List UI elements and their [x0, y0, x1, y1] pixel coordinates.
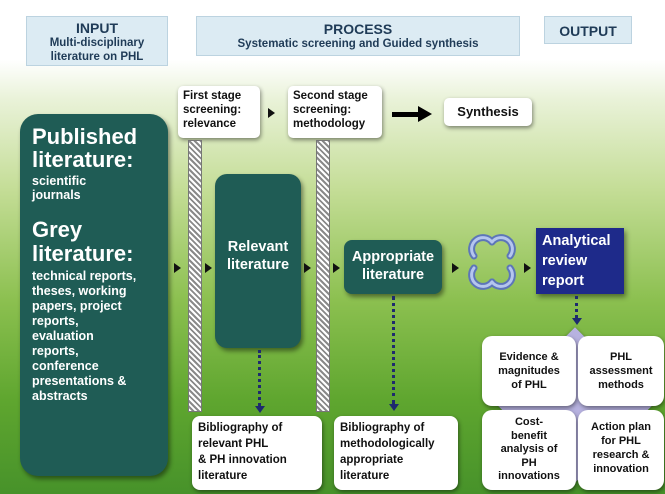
- second-stage-line-3: methodology: [293, 118, 366, 130]
- first-stage-line-2: screening:: [183, 104, 242, 116]
- input-header-sub-1: Multi-disciplinary: [49, 37, 145, 49]
- bib-relevant-line: literature: [198, 470, 248, 482]
- second-screening-column: [316, 140, 330, 412]
- evidence-line: of PHL: [511, 379, 547, 391]
- assessment-line: PHL: [610, 351, 632, 363]
- input-header-sub-2: literature on PHL: [50, 51, 144, 63]
- bibliography-appropriate-box: Bibliography of methodologically appropr…: [334, 416, 458, 490]
- grey-item: abstracts: [32, 389, 88, 403]
- grey-item: conference: [32, 359, 99, 373]
- grey-title-2: literature:: [32, 241, 134, 266]
- action-plan-line: for PHL: [601, 435, 641, 447]
- synthesis-label: Synthesis: [457, 104, 519, 119]
- grey-item: theses, working: [32, 284, 127, 298]
- bib-appropriate-line: appropriate: [340, 454, 404, 466]
- first-stage-screening-box: First stage screening: relevance: [178, 86, 260, 138]
- cost-benefit-line: innovations: [498, 470, 560, 482]
- arrow-right-icon: [333, 263, 340, 273]
- action-plan-line: innovation: [593, 463, 649, 475]
- bibliography-relevant-box: Bibliography of relevant PHL & PH innova…: [192, 416, 322, 490]
- grey-item: reports,: [32, 344, 79, 358]
- bib-relevant-line: & PH innovation: [198, 454, 287, 466]
- action-plan-line: Action plan: [591, 421, 651, 433]
- cost-benefit-line: benefit: [510, 429, 548, 442]
- synthesis-arrow-shaft: [392, 112, 420, 117]
- second-stage-screening-box: Second stage screening: methodology: [288, 86, 382, 138]
- second-stage-line-1: Second stage: [293, 90, 368, 102]
- published-items: scientific journals: [32, 174, 168, 202]
- output-header: OUTPUT: [544, 16, 632, 44]
- bib-appropriate-line: methodologically: [340, 438, 435, 450]
- evidence-line: Evidence &: [499, 351, 559, 363]
- arrow-right-icon: [524, 263, 531, 273]
- arrow-right-icon: [205, 263, 212, 273]
- cost-benefit-line: PH: [521, 456, 537, 469]
- report-to-outputs-connector: [575, 296, 578, 318]
- phl-assessment-methods-box: PHL assessment methods: [578, 336, 664, 406]
- process-header-sub: Systematic screening and Guided synthesi…: [237, 38, 479, 50]
- appropriate-line-1: Appropriate: [351, 249, 435, 265]
- published-item: scientific: [32, 174, 87, 188]
- evidence-magnitudes-box: Evidence & magnitudes of PHL: [482, 336, 576, 406]
- second-stage-line-2: screening:: [293, 104, 352, 116]
- bib-relevant-line: Bibliography of: [198, 422, 283, 434]
- input-literature-block: Published literature: scientific journal…: [20, 114, 168, 476]
- arrow-down-icon: [389, 404, 399, 411]
- cost-benefit-analysis-box: Cost- benefit analysis of PH innovations: [482, 410, 576, 490]
- first-stage-line-1: First stage: [183, 90, 242, 102]
- relevant-line-2: literature: [226, 257, 290, 273]
- bib-appropriate-line: literature: [340, 470, 390, 482]
- action-plan-line: research &: [592, 449, 650, 461]
- arrow-down-icon: [255, 406, 265, 413]
- process-header-title: PROCESS: [323, 21, 393, 37]
- grey-item: evaluation: [32, 329, 94, 343]
- grey-item: papers, project: [32, 299, 122, 313]
- cost-benefit-line: analysis of: [500, 443, 558, 455]
- big-arrow-right-icon: [418, 106, 432, 122]
- analytical-review-report-box: Analytical review report: [536, 228, 624, 294]
- action-plan-box: Action plan for PHL research & innovatio…: [578, 410, 664, 490]
- assessment-line: assessment: [589, 365, 653, 377]
- evidence-line: magnitudes: [498, 365, 560, 377]
- synthesis-box: Synthesis: [444, 98, 532, 126]
- report-line-2: review: [542, 253, 588, 269]
- input-header-title: INPUT: [76, 20, 118, 36]
- output-header-title: OUTPUT: [559, 23, 617, 39]
- published-title-1: Published: [32, 124, 138, 149]
- first-screening-column: [188, 140, 202, 412]
- appropriate-literature-box: Appropriate literature: [344, 240, 442, 294]
- arrow-right-icon: [268, 108, 275, 118]
- appropriate-line-2: literature: [361, 267, 425, 283]
- process-header: PROCESS Systematic screening and Guided …: [196, 16, 520, 56]
- bib-appropriate-line: Bibliography of: [340, 422, 425, 434]
- assessment-line: methods: [598, 379, 644, 391]
- arrow-right-icon: [452, 263, 459, 273]
- report-line-3: report: [542, 273, 584, 289]
- arrow-down-icon: [572, 318, 582, 325]
- published-item: journals: [32, 188, 81, 202]
- relevant-literature-box: Relevant literature: [215, 174, 301, 348]
- arrow-right-icon: [174, 263, 181, 273]
- published-title-2: literature:: [32, 147, 134, 172]
- arrow-right-icon: [304, 263, 311, 273]
- relevant-line-1: Relevant: [227, 239, 289, 255]
- input-header: INPUT Multi-disciplinary literature on P…: [26, 16, 168, 66]
- appropriate-to-bibliography-connector: [392, 296, 395, 404]
- first-stage-line-3: relevance: [183, 118, 237, 130]
- relevant-to-bibliography-connector: [258, 350, 261, 406]
- report-line-1: Analytical: [542, 233, 611, 249]
- four-petal-cycle-icon: [468, 234, 516, 290]
- grey-item: reports,: [32, 314, 79, 328]
- bib-relevant-line: relevant PHL: [198, 438, 269, 450]
- grey-items: technical reports, theses, working paper…: [32, 269, 168, 404]
- grey-title-1: Grey: [32, 217, 83, 242]
- grey-item: presentations &: [32, 374, 127, 388]
- cost-benefit-line: Cost-: [514, 416, 544, 428]
- grey-item: technical reports,: [32, 269, 137, 283]
